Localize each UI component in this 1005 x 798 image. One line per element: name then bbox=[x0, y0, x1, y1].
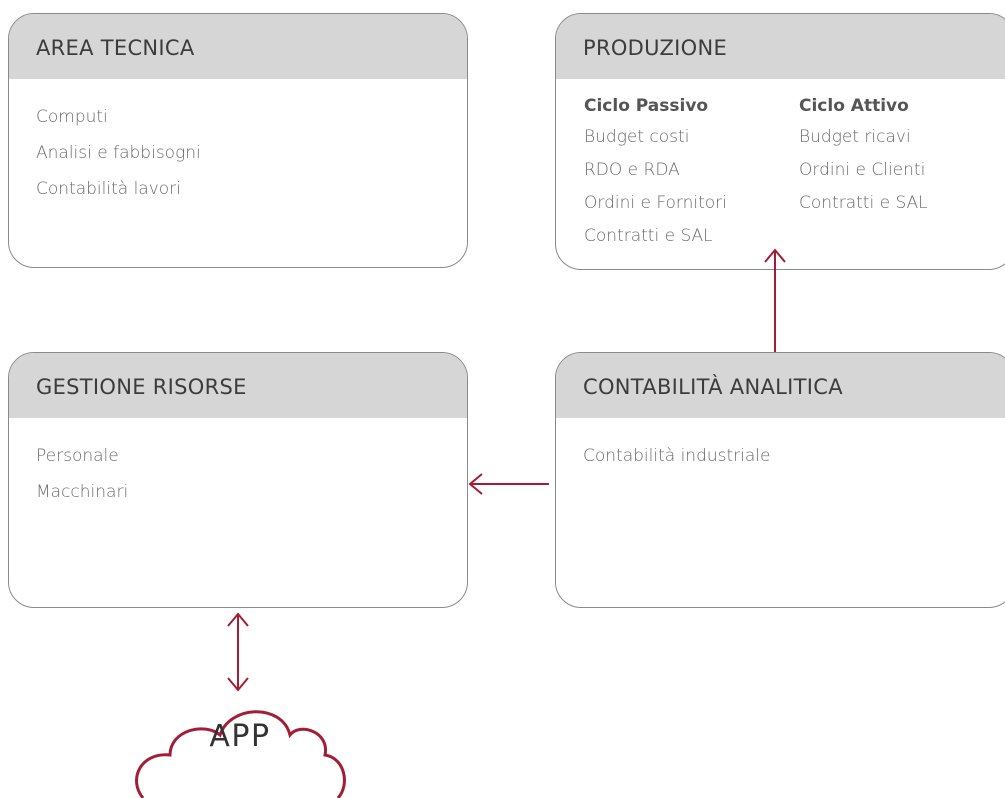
list-item: Macchinari bbox=[36, 482, 129, 502]
list-item: Budget costi bbox=[584, 127, 690, 147]
list-item: Personale bbox=[36, 446, 119, 466]
list-item: Computi bbox=[36, 107, 108, 127]
column-title: Ciclo Attivo bbox=[799, 96, 909, 116]
list-item: RDO e RDA bbox=[584, 160, 680, 180]
ciclo-attivo-column: Ciclo Attivo Budget ricavi Ordini e Clie… bbox=[799, 91, 1005, 253]
list-item: Contabilità lavori bbox=[36, 179, 181, 199]
arrow-left-to-gestione-risorse bbox=[468, 473, 549, 495]
box-title: PRODUZIONE bbox=[556, 14, 1005, 79]
box-title: CONTABILITÀ ANALITICA bbox=[556, 353, 1005, 418]
box-gestione-risorse: GESTIONE RISORSE Personale Macchinari bbox=[8, 352, 468, 608]
box-items: Ciclo Passivo Budget costi RDO e RDA Ord… bbox=[556, 79, 1005, 253]
ciclo-passivo-column: Ciclo Passivo Budget costi RDO e RDA Ord… bbox=[584, 91, 799, 253]
column-title: Ciclo Passivo bbox=[584, 96, 709, 116]
app-label: APP bbox=[209, 719, 271, 754]
box-items: Computi Analisi e fabbisogni Contabilità… bbox=[9, 79, 467, 207]
box-title: GESTIONE RISORSE bbox=[9, 353, 467, 418]
arrow-bidirectional-app bbox=[227, 612, 249, 692]
list-item: Ordini e Fornitori bbox=[584, 193, 727, 213]
box-produzione: PRODUZIONE Ciclo Passivo Budget costi RD… bbox=[555, 13, 1005, 270]
list-item: Contratti e SAL bbox=[799, 193, 928, 213]
list-item: Contabilità industriale bbox=[583, 446, 771, 466]
box-items: Personale Macchinari bbox=[9, 418, 467, 510]
list-item: Ordini e Clienti bbox=[799, 160, 926, 180]
box-title: AREA TECNICA bbox=[9, 14, 467, 79]
list-item: Budget ricavi bbox=[799, 127, 911, 147]
list-item: Analisi e fabbisogni bbox=[36, 143, 201, 163]
box-area-tecnica: AREA TECNICA Computi Analisi e fabbisogn… bbox=[8, 13, 468, 268]
box-items: Contabilità industriale bbox=[556, 418, 1005, 474]
list-item: Contratti e SAL bbox=[584, 226, 713, 246]
box-contabilita-analitica: CONTABILITÀ ANALITICA Contabilità indust… bbox=[555, 352, 1005, 608]
